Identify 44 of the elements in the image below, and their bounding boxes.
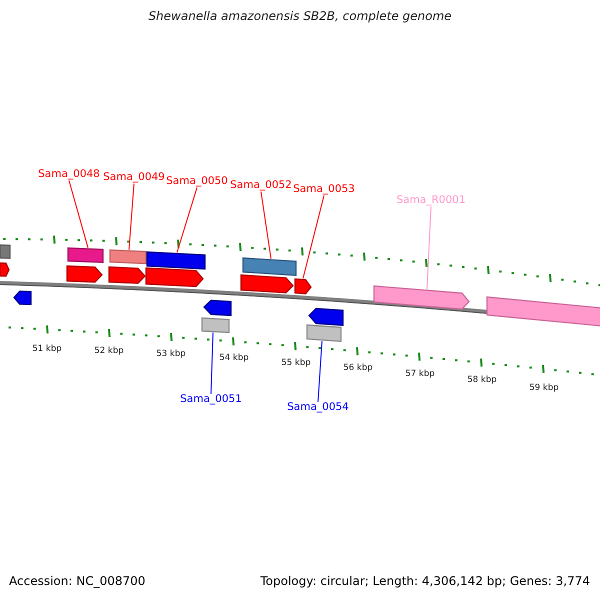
- gene-box: [201, 317, 230, 334]
- gene-box: [306, 324, 342, 342]
- gene-feature: [203, 300, 232, 316]
- scale-label: 56 kbp: [343, 364, 373, 374]
- leader-line: [426, 206, 432, 290]
- scale-label: 59 kbp: [529, 384, 559, 394]
- gene-feature: [294, 278, 312, 294]
- gene-feature: [108, 266, 146, 284]
- gene-label: Sama_0053: [293, 184, 355, 196]
- scale-label: 55 kbp: [281, 359, 311, 368]
- accession-text: Accession: NC_008700: [9, 575, 146, 588]
- leader-line: [68, 180, 88, 248]
- gene-label: Sama_0054: [287, 402, 349, 414]
- gene-label: Sama_0048: [38, 169, 100, 181]
- leader-line: [176, 187, 198, 254]
- gene-feature: [145, 267, 204, 288]
- gene-box: [486, 296, 600, 327]
- gene-label: Sama_R0001: [396, 195, 466, 207]
- gene-feature: [0, 262, 10, 277]
- scale-label: 54 kbp: [219, 354, 249, 364]
- leader-line: [260, 191, 272, 260]
- title: Shewanella amazonensis SB2B, complete genome: [148, 10, 452, 24]
- gene-box: [67, 247, 104, 264]
- gene-box: [242, 257, 297, 276]
- gene-box: [0, 244, 11, 259]
- gene-feature: [13, 290, 32, 306]
- gene-box: [146, 251, 206, 270]
- scale-label: 51 kbp: [32, 345, 62, 354]
- leader-line: [128, 183, 134, 250]
- gene-label: Sama_0050: [166, 176, 228, 188]
- gene-feature: [373, 285, 470, 310]
- gene-feature: [308, 308, 344, 326]
- scale-label: 52 kbp: [94, 347, 124, 356]
- gene-label: Sama_0049: [103, 172, 165, 184]
- genome-info-text: Topology: circular; Length: 4,306,142 bp; Genes: 3,774: [260, 575, 590, 588]
- gene-feature: [66, 265, 103, 283]
- leader-line: [210, 332, 214, 394]
- gene-label: Sama_0051: [180, 394, 242, 406]
- scale-label: 58 kbp: [467, 376, 497, 386]
- gene-label: Sama_0052: [230, 180, 292, 192]
- scale-label: 57 kbp: [405, 370, 435, 380]
- leader-line: [302, 195, 324, 280]
- scale-label: 53 kbp: [156, 350, 186, 360]
- gene-box: [109, 249, 147, 264]
